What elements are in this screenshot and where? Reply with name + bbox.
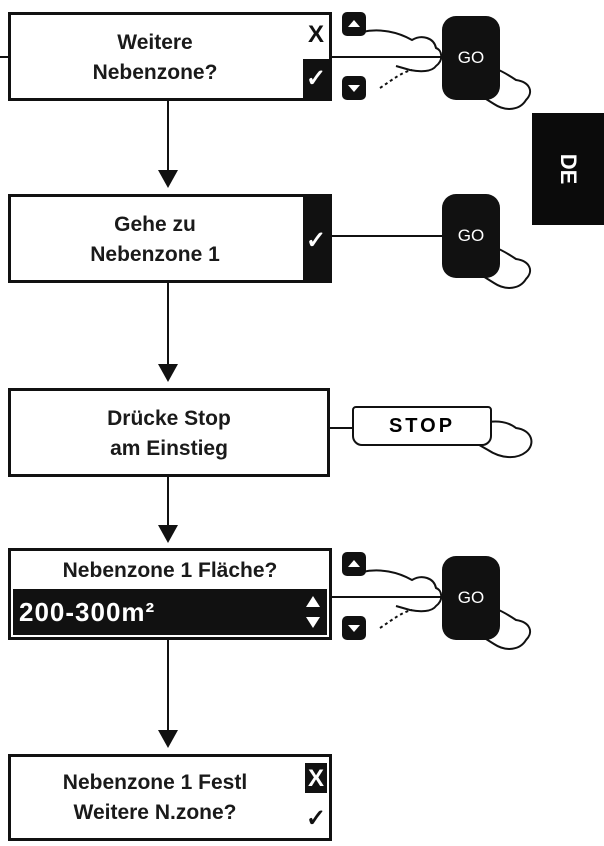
- step-5-line-1: Nebenzone 1 Festl: [62, 771, 248, 794]
- go-button[interactable]: GO: [442, 194, 500, 278]
- step-5-line-2: Weitere N.zone?: [73, 801, 237, 824]
- stop-label: STOP: [388, 415, 456, 437]
- step-4-line-1: Nebenzone 1 Fläche?: [62, 559, 278, 582]
- down-arrow-icon[interactable]: [342, 616, 366, 640]
- confirm-check-icon: ✓: [305, 65, 327, 92]
- cancel-x-icon: X: [307, 765, 324, 792]
- pointing-hand-icon: [361, 569, 443, 629]
- cancel-x-icon: X: [307, 21, 324, 48]
- step-1-display: Weitere Nebenzone? X ✓: [8, 12, 332, 101]
- confirm-check-icon: ✓: [305, 227, 327, 254]
- step-3-line-1: Drücke Stop: [107, 407, 231, 430]
- step-1-line-1: Weitere: [117, 31, 193, 54]
- pointing-hand-icon: [469, 420, 533, 458]
- up-arrow-icon[interactable]: [342, 12, 366, 36]
- down-arrow-icon[interactable]: [342, 76, 366, 100]
- step-3-line-2: am Einstieg: [110, 437, 228, 460]
- go-button[interactable]: GO: [442, 16, 500, 100]
- language-tab: DE: [532, 113, 604, 225]
- step-2-display: Gehe zu Nebenzone 1 ✓: [8, 194, 332, 283]
- step-5-display: Nebenzone 1 Festl Weitere N.zone? X ✓: [8, 754, 332, 841]
- go-button[interactable]: GO: [442, 556, 500, 640]
- step-3-display: Drücke Stop am Einstieg: [8, 388, 330, 477]
- step-4-display: Nebenzone 1 Fläche? 200-300m²: [8, 548, 332, 640]
- pointing-hand-icon: [361, 29, 443, 89]
- confirm-check-icon: ✓: [305, 805, 327, 832]
- up-arrow-icon[interactable]: [342, 552, 366, 576]
- area-value: 200-300m²: [19, 597, 156, 627]
- step-2-line-1: Gehe zu: [114, 213, 196, 236]
- step-1-line-2: Nebenzone?: [92, 61, 218, 84]
- stop-button[interactable]: STOP: [352, 406, 492, 446]
- language-label: DE: [556, 153, 581, 185]
- up-down-arrows-icon: [305, 593, 321, 631]
- step-2-line-2: Nebenzone 1: [90, 243, 220, 266]
